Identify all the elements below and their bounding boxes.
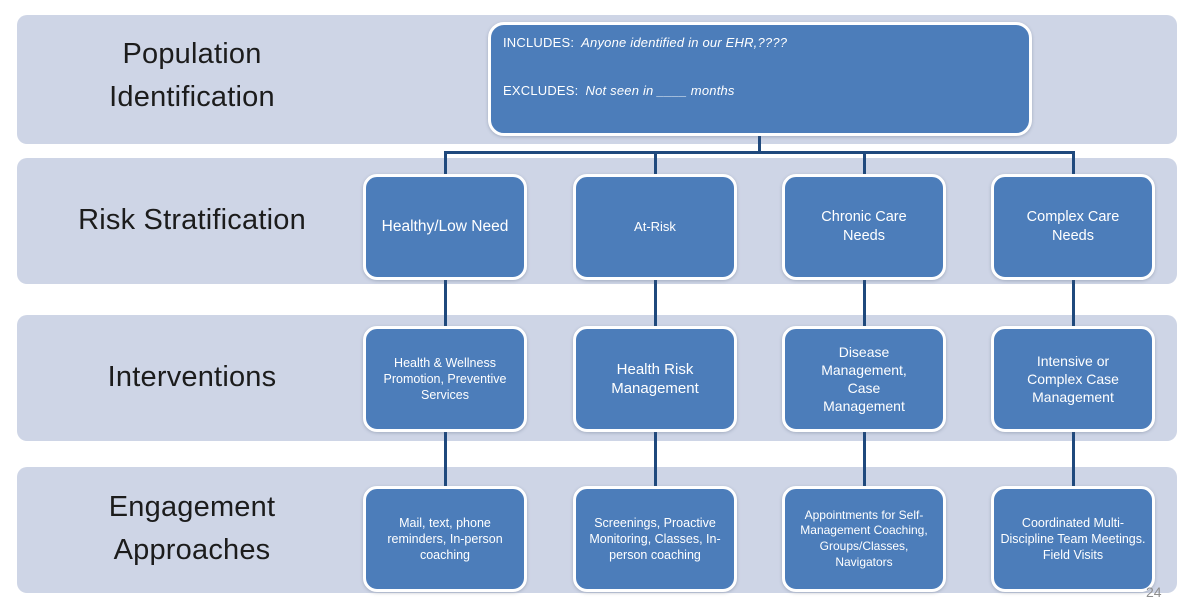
connector-stem-top bbox=[758, 134, 761, 151]
excludes-line: EXCLUDES: Not seen in ____ months bbox=[503, 82, 1017, 99]
includes-text: Anyone identified in our EHR,???? bbox=[581, 35, 788, 50]
risk-box-at-risk-label: At-Risk bbox=[634, 218, 676, 234]
engagement-box-coordinated-team: Coordinated Multi-Discipline Team Meetin… bbox=[991, 486, 1155, 592]
connector-risk-intervention-3 bbox=[863, 276, 866, 330]
engagement-box-coordinated-team-label: Coordinated Multi-Discipline Team Meetin… bbox=[1000, 515, 1146, 563]
intervention-box-disease-case-management-label: Disease Management, Case Management bbox=[821, 343, 907, 415]
connector-drop-2 bbox=[654, 151, 657, 176]
intervention-box-intensive-case-management: Intensive or Complex Case Management bbox=[991, 326, 1155, 432]
connector-intervention-engagement-2 bbox=[654, 430, 657, 488]
connector-risk-intervention-4 bbox=[1072, 276, 1075, 330]
excludes-text: Not seen in ____ months bbox=[585, 83, 735, 98]
risk-box-at-risk: At-Risk bbox=[573, 174, 737, 280]
row-label-engagement-approaches: Engagement Approaches bbox=[108, 491, 276, 566]
slide-page-number: 24 bbox=[1146, 584, 1162, 600]
intervention-box-health-wellness: Health & Wellness Promotion, Preventive … bbox=[363, 326, 527, 432]
connector-intervention-engagement-1 bbox=[444, 430, 447, 488]
row-label-risk-stratification: Risk Stratification bbox=[78, 204, 306, 236]
risk-box-complex-care-needs-label: Complex Care Needs bbox=[1026, 209, 1120, 244]
risk-box-complex-care-needs: Complex Care Needs bbox=[991, 174, 1155, 280]
intervention-box-health-risk-management: Health Risk Management bbox=[573, 326, 737, 432]
intervention-box-health-wellness-label: Health & Wellness Promotion, Preventive … bbox=[383, 355, 507, 403]
includes-label: INCLUDES: bbox=[503, 35, 575, 50]
risk-box-healthy-low-need: Healthy/Low Need bbox=[363, 174, 527, 280]
intervention-box-health-risk-management-label: Health Risk Management bbox=[611, 360, 699, 398]
intervention-box-disease-case-management: Disease Management, Case Management bbox=[782, 326, 946, 432]
risk-box-chronic-care-needs: Chronic Care Needs bbox=[782, 174, 946, 280]
connector-drop-4 bbox=[1072, 151, 1075, 176]
excludes-label: EXCLUDES: bbox=[503, 83, 579, 98]
engagement-box-screenings-monitoring-label: Screenings, Proactive Monitoring, Classe… bbox=[589, 515, 721, 563]
population-definition-box: INCLUDES: Anyone identified in our EHR,??… bbox=[488, 22, 1032, 136]
row-label-interventions: Interventions bbox=[107, 361, 277, 393]
connector-risk-intervention-1 bbox=[444, 276, 447, 330]
engagement-box-reminders-coaching-label: Mail, text, phone reminders, In-person c… bbox=[387, 515, 503, 563]
connector-intervention-engagement-3 bbox=[863, 430, 866, 488]
risk-box-healthy-low-need-label: Healthy/Low Need bbox=[381, 217, 509, 235]
engagement-box-appointments-navigators: Appointments for Self-Management Coachin… bbox=[782, 486, 946, 592]
engagement-box-reminders-coaching: Mail, text, phone reminders, In-person c… bbox=[363, 486, 527, 592]
row-label-population-identification: Population Identification bbox=[109, 38, 275, 113]
engagement-box-appointments-navigators-label: Appointments for Self-Management Coachin… bbox=[800, 507, 928, 569]
includes-line: INCLUDES: Anyone identified in our EHR,??… bbox=[503, 34, 1017, 51]
connector-drop-3 bbox=[863, 151, 866, 176]
connector-risk-intervention-2 bbox=[654, 276, 657, 330]
connector-rail bbox=[444, 151, 1075, 154]
connector-drop-1 bbox=[444, 151, 447, 176]
connector-intervention-engagement-4 bbox=[1072, 430, 1075, 488]
intervention-box-intensive-case-management-label: Intensive or Complex Case Management bbox=[1027, 352, 1119, 406]
engagement-box-screenings-monitoring: Screenings, Proactive Monitoring, Classe… bbox=[573, 486, 737, 592]
risk-box-chronic-care-needs-label: Chronic Care Needs bbox=[821, 209, 907, 244]
